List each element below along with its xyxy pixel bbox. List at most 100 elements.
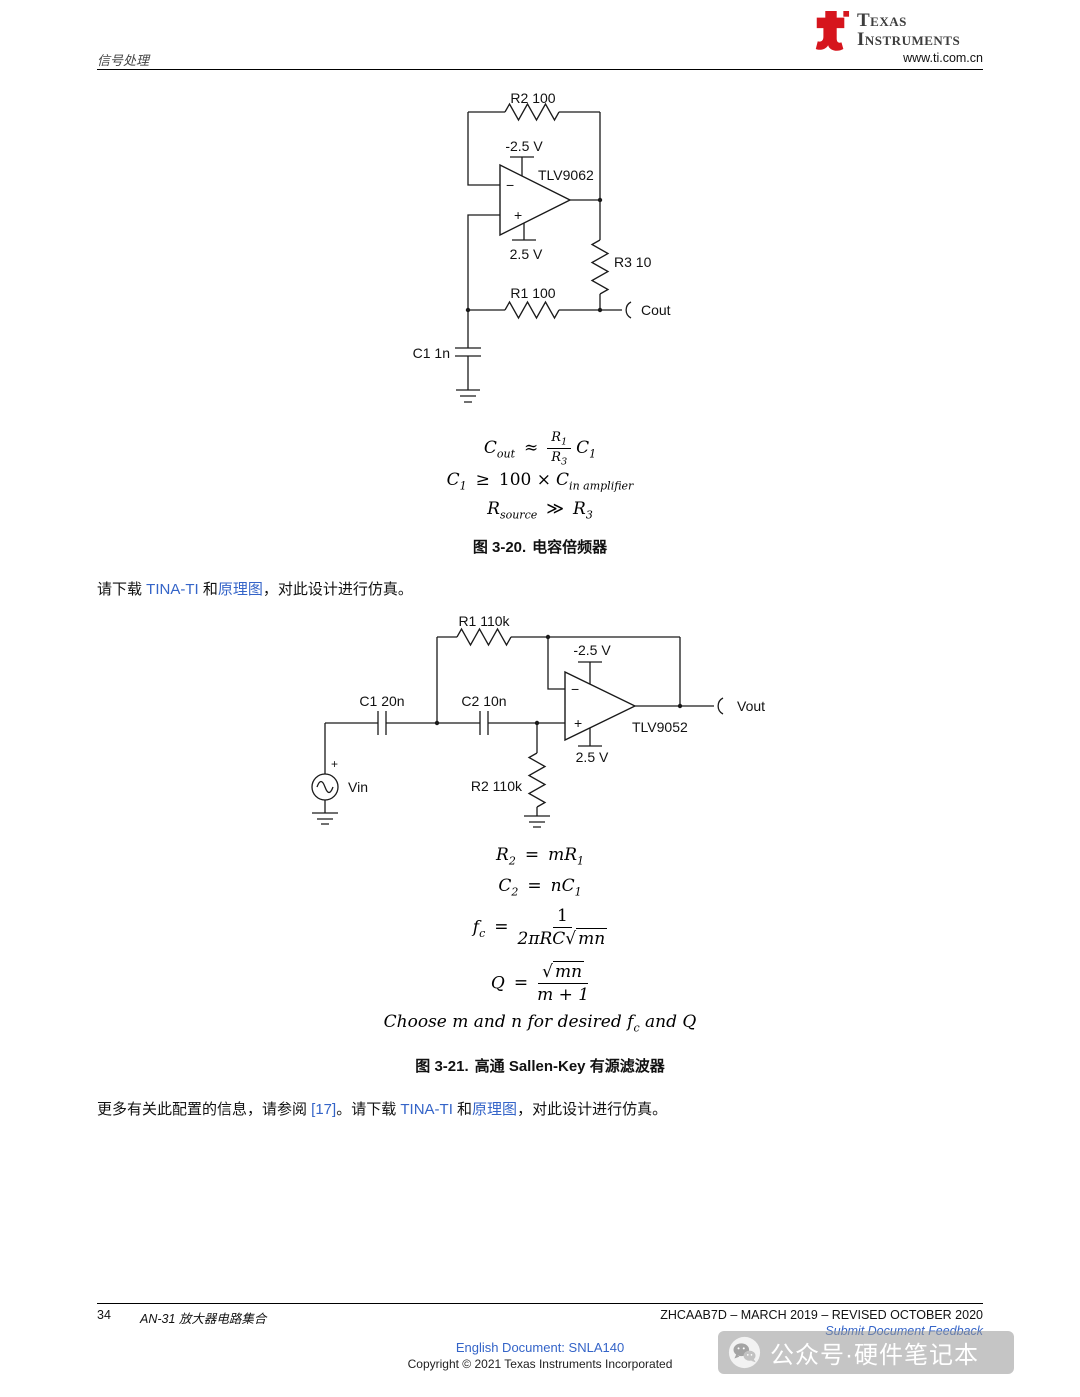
footer-doc-code: ZHCAAB7D – MARCH 2019 – REVISED OCTOBER … [660,1308,983,1322]
footer-divider [97,1303,983,1304]
math-radicand: mn [576,928,608,950]
math-var: R [496,845,509,865]
math-rel: = [527,876,542,896]
header-doc-type: 信号处理 [97,54,150,69]
math-sub: source [499,508,538,522]
figure-3-21-caption: 图 3-21.高通 Sallen-Key 有源滤波器 [0,1055,1080,1076]
header-website: www.ti.com.cn [903,51,983,65]
math-sub: c [479,926,486,940]
math-den: m + 1 [537,985,590,1006]
junction-dot [597,307,603,313]
positive-supply-label: 2.5 V [576,749,609,765]
junction-dot [434,720,440,726]
math-rel: = [494,917,509,938]
ti-wordmark-line2: Instruments [857,29,961,50]
text-segment: 和 [452,1101,473,1118]
math-var: R [487,499,500,519]
junction-dot [597,197,603,203]
math-text: and Q [639,1012,697,1032]
math-num: 1 [552,906,572,929]
math-sub: in amplifier [569,479,634,493]
math-sub: c [633,1021,640,1035]
math-var: R [573,499,586,519]
math-var: C [561,876,575,896]
sallen-key-highpass-schematic: − + + R1 110k C1 20n C2 10n -2.5 V TLV90… [311,613,765,828]
link-reference-17[interactable]: [17] [311,1101,337,1118]
junction-dot [465,307,471,313]
resistor-r2-label: R2 100 [510,90,555,106]
opamp-triangle [564,670,637,742]
fraction: √mn m + 1 [537,961,590,1006]
negative-supply-label: -2.5 V [505,138,543,154]
circuit2-wires [312,627,724,828]
math-sub: out [496,447,516,461]
math-sub: 3 [585,508,593,522]
math-sub: 3 [561,456,568,468]
math-rel: ≫ [546,499,565,519]
math-var: Q [490,973,505,994]
math-rel: = [513,973,529,994]
math-sub: 2 [508,854,516,868]
link-tina-ti[interactable]: TINA-TI [146,581,199,598]
header-divider [97,69,983,70]
resistor-r1-label: R1 110k [458,613,510,629]
math-radicand: mn [552,961,585,982]
math-var: C [556,470,570,490]
text-segment: 和 [198,581,218,598]
footer-copyright: Copyright © 2021 Texas Instruments Incor… [407,1357,673,1371]
junction-dot [534,720,540,726]
math-rel: ≈ [524,438,539,459]
math-var: f [472,917,480,938]
ti-logo: Texas Instruments [812,9,960,51]
text-segment: 更多有关此配置的信息，请参阅 [97,1101,312,1118]
page-number: 34 [97,1308,111,1322]
footer-doc-title: AN-31 放大器电路集合 [140,1312,267,1326]
math-sub: 1 [577,854,584,868]
math-var: C [576,438,590,459]
math-sub: 1 [561,436,568,448]
watermark-text: 公众号·硬件笔记本 [770,1342,979,1369]
link-tina-ti[interactable]: TINA-TI [400,1101,453,1118]
math-sub: 1 [459,479,467,493]
formula-c2: C2=nC1 [0,876,1080,897]
wechat-watermark: 公众号·硬件笔记本 [718,1331,1014,1374]
math-var: C [446,470,460,490]
math-rel: ≥ [475,470,490,490]
math-sub: 1 [574,885,582,899]
text-segment: 请下载 [97,581,147,598]
capacitor-c2-label: C2 10n [461,693,506,709]
formula-rsource: Rsource≫R3 [0,499,1080,520]
wechat-icon [728,1336,761,1369]
math-var: C [498,876,512,896]
formula-r2: R2=mR1 [0,845,1080,866]
opamp-triangle [499,163,572,237]
math-var: R [564,845,577,865]
circuit1-wires [455,102,632,403]
math-var: R [551,450,562,466]
math-coef: 100 × [498,470,552,490]
math-var: 2πRC [517,929,566,950]
formula-choose-note: Choose m and n for desired fc and Q [0,1012,1080,1033]
link-schematic[interactable]: 原理图 [217,581,263,598]
opamp-part-label: TLV9062 [538,167,594,183]
link-english-document[interactable]: English Document: SNLA140 [455,1340,625,1355]
math-sub: 2 [511,885,519,899]
figure-3-20-caption: 图 3-20.电容倍频器 [0,536,1080,557]
resistor-r1-label: R1 100 [510,285,555,301]
source-plus-label: + [331,757,338,771]
math-var: C [483,438,497,459]
square-root: √mn [542,961,585,982]
link-schematic[interactable]: 原理图 [472,1101,518,1118]
capacitance-multiplier-schematic: − + R2 100 -2.5 V TLV9062 2.5 V R3 10 R1… [413,90,671,403]
resistor-r2-label: R2 110k [471,778,523,794]
text-segment: ，对此设计进行仿真。 [517,1101,668,1118]
text-segment: 。请下载 [336,1101,401,1118]
square-root: √mn [565,928,608,950]
opamp-plus-input-label: + [514,207,522,223]
positive-supply-label: 2.5 V [510,246,543,262]
math-var: m [548,845,565,865]
vin-label: Vin [348,779,368,795]
